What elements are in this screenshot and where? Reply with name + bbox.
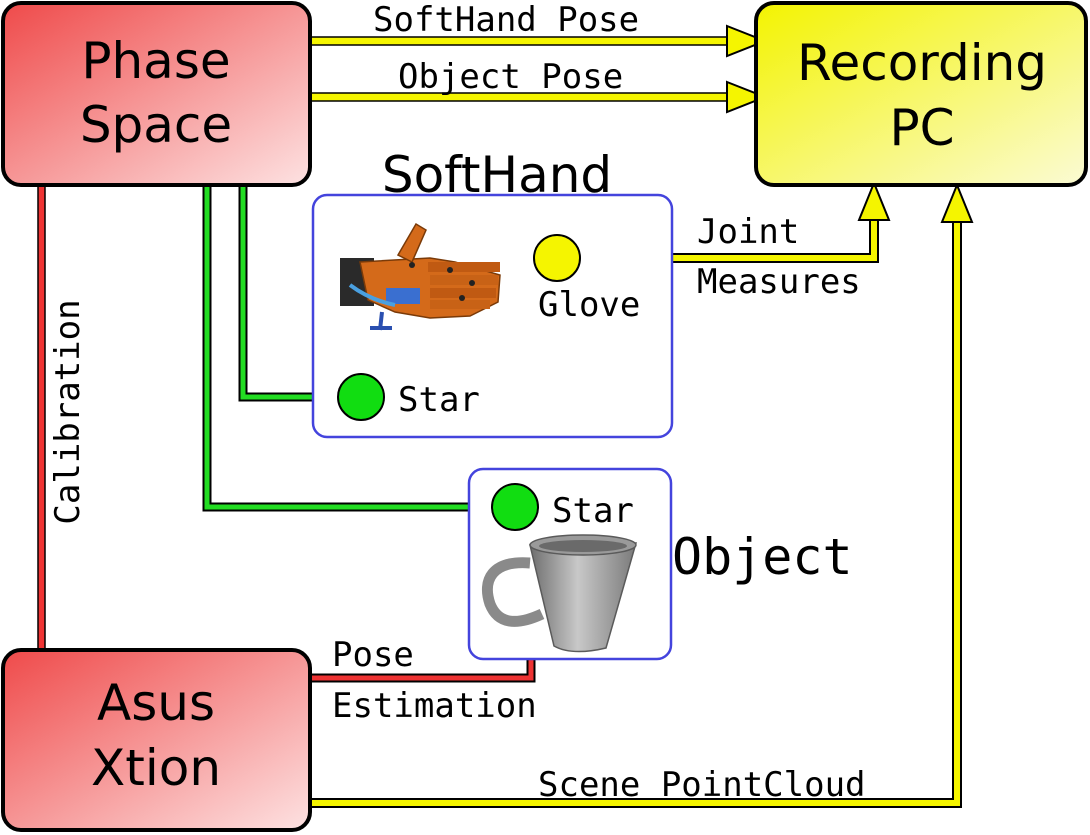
softhand-image — [340, 222, 501, 331]
recording-pc-label-line1: Recording — [797, 34, 1047, 92]
joint-measures-label-line1: Joint — [697, 212, 799, 252]
softhand-group: SoftHand Glove Star — [311, 146, 674, 439]
mug-image — [481, 534, 637, 653]
object-pose-label: Object Pose — [398, 57, 623, 97]
scene-pointcloud-link — [310, 182, 974, 808]
calibration-label: Calibration — [48, 299, 88, 524]
softhand-star-marker — [337, 373, 385, 421]
asus-xtion-label-line1: Asus — [97, 674, 215, 732]
asus-xtion-node: Asus Xtion — [1, 648, 312, 832]
object-title: Object — [672, 528, 853, 586]
recording-pc-label-line2: PC — [889, 99, 954, 157]
recording-pc-node: Recording PC — [754, 1, 1088, 187]
joint-measures-link — [575, 180, 891, 263]
softhand-title: SoftHand — [382, 146, 612, 204]
joint-measures-label-line2: Measures — [697, 262, 861, 302]
calibration-link — [37, 184, 46, 656]
softhand-star-link — [238, 185, 345, 402]
pose-estimation-label-line1: Pose — [332, 635, 414, 675]
asus-xtion-label-line2: Xtion — [91, 739, 221, 797]
object-star-link — [202, 185, 500, 512]
phase-space-node: Phase Space — [1, 1, 312, 187]
object-star-marker — [491, 483, 539, 531]
object-group: Star — [467, 467, 673, 661]
softhand-pose-label: SoftHand Pose — [373, 0, 639, 40]
pose-estimation-link — [310, 658, 536, 683]
scene-pointcloud-label: Scene PointCloud — [538, 765, 866, 805]
softhand-star-label: Star — [398, 380, 480, 420]
glove-label: Glove — [538, 285, 640, 325]
glove-marker — [533, 234, 581, 282]
pose-estimation-label-line2: Estimation — [332, 686, 537, 726]
phase-space-label-line1: Phase — [81, 32, 230, 90]
object-star-label: Star — [552, 491, 634, 531]
phase-space-label-line2: Space — [80, 96, 232, 154]
